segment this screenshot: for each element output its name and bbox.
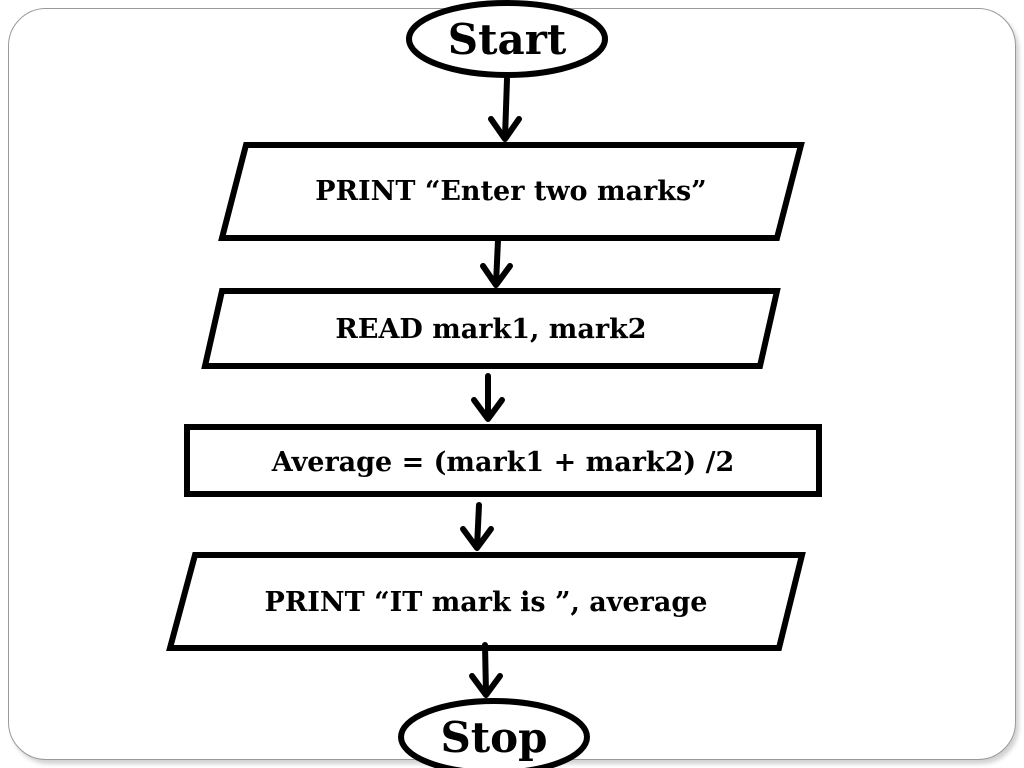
print-prompt-step: PRINT “Enter two marks” <box>218 142 805 241</box>
stop-ellipse <box>398 698 590 768</box>
start-ellipse <box>406 0 608 78</box>
print-result-parallelogram <box>166 552 806 651</box>
read-marks-step: READ mark1, mark2 <box>201 288 781 369</box>
print-result-label: PRINT “IT mark is ”, average <box>265 587 708 618</box>
start-label: Start <box>448 15 567 64</box>
arrow-print-to-read <box>480 237 513 288</box>
start-terminal: Start <box>406 0 608 78</box>
arrow-start-to-print <box>488 76 522 142</box>
average-process-label: Average = (mark1 + mark2) /2 <box>271 447 735 478</box>
arrow-average-to-print <box>460 502 494 551</box>
print-prompt-parallelogram <box>218 142 805 241</box>
stop-terminal: Stop <box>398 698 590 768</box>
print-prompt-label: PRINT “Enter two marks” <box>315 176 706 207</box>
read-marks-label: READ mark1, mark2 <box>335 314 646 345</box>
stop-label: Stop <box>440 713 547 762</box>
read-marks-parallelogram <box>201 288 781 369</box>
arrow-read-to-average <box>471 373 505 422</box>
arrow-print-to-stop <box>469 642 503 698</box>
print-result-step: PRINT “IT mark is ”, average <box>166 552 806 651</box>
average-process-box <box>184 424 822 497</box>
average-process-step: Average = (mark1 + mark2) /2 <box>184 424 822 497</box>
